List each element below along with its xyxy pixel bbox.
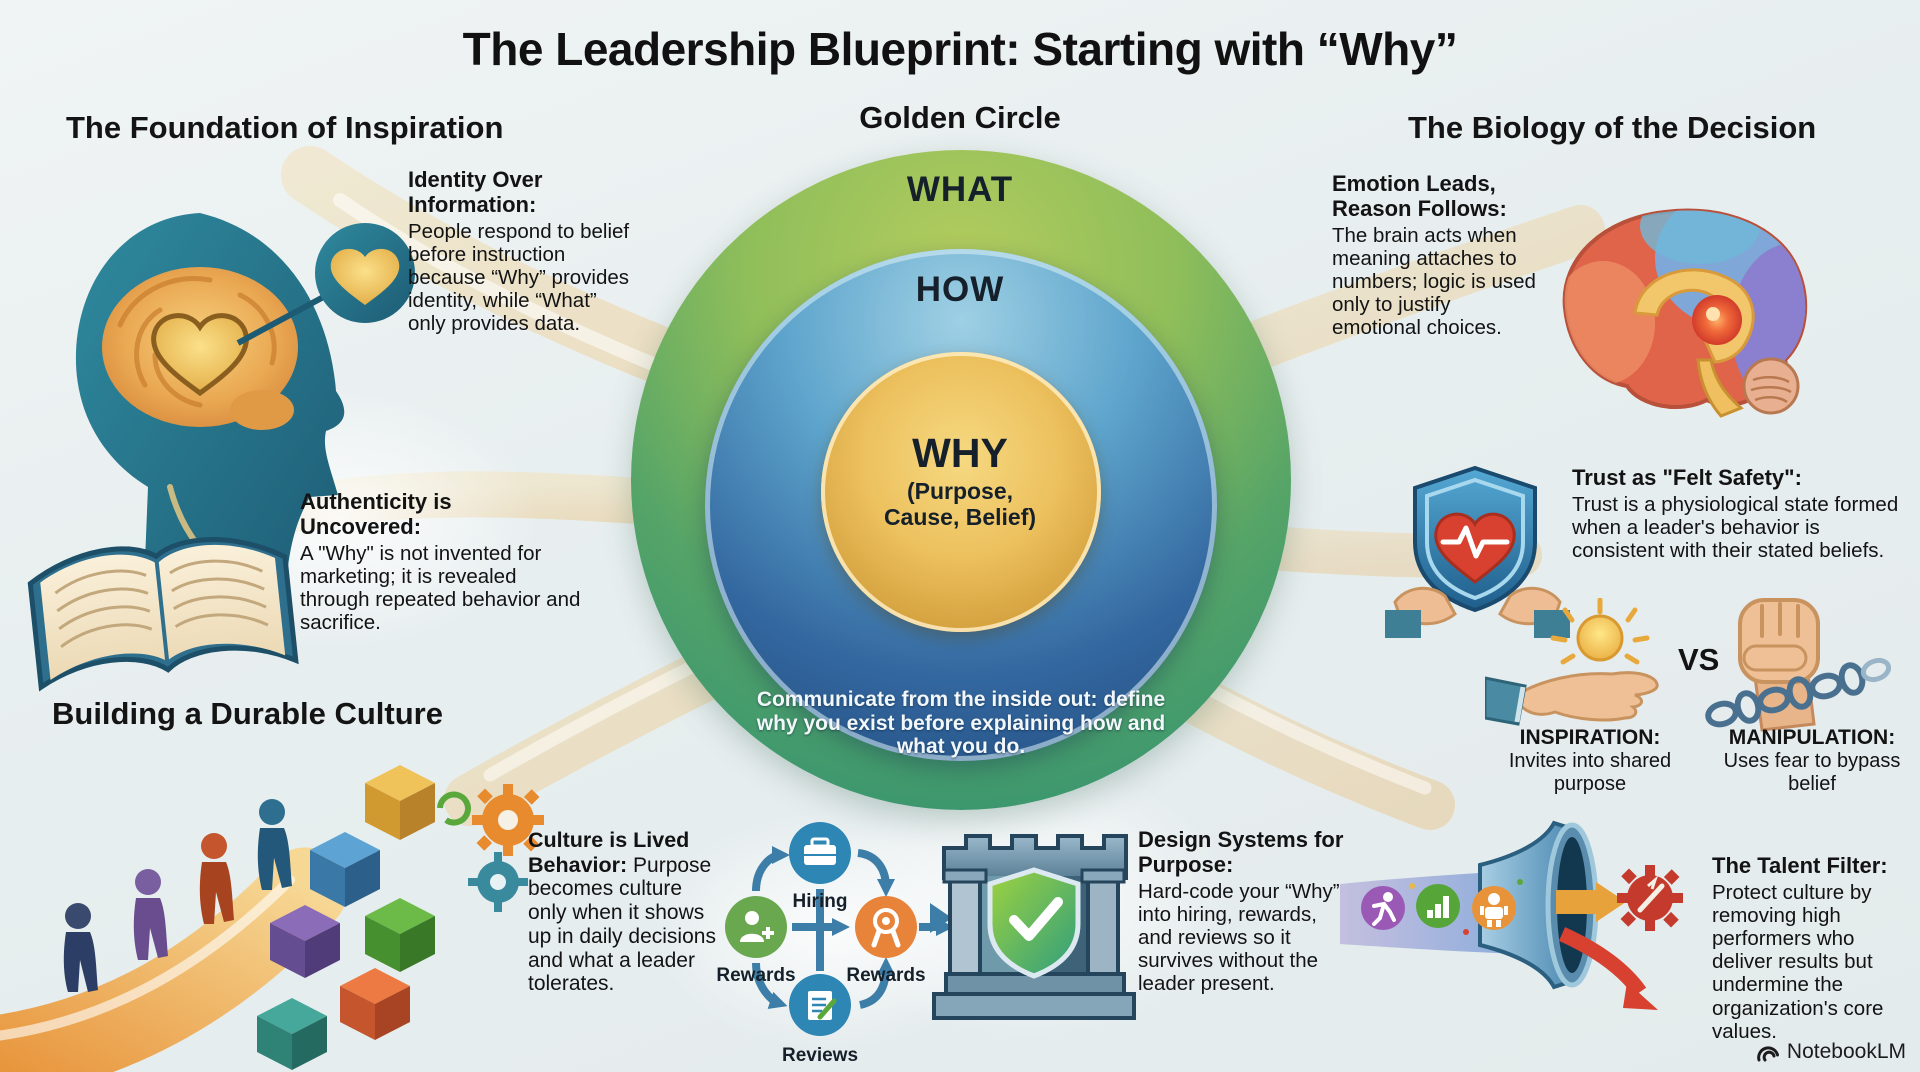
lived-behavior-title: Culture is Lived Behavior:: [528, 828, 690, 877]
section-heading-foundation: The Foundation of Inspiration: [66, 110, 504, 145]
inspiration-hand-illustration: [1485, 598, 1659, 726]
design-systems-text-block: Design Systems for Purpose: Hard-code yo…: [1138, 827, 1350, 996]
design-systems-body: Hard-code your “Why” into hiring, reward…: [1138, 879, 1340, 996]
emotion-title: Emotion Leads, Reason Follows:: [1332, 171, 1507, 221]
cube-blue: [310, 832, 380, 907]
cube-green: [365, 898, 435, 972]
cube-orange: [340, 968, 410, 1040]
flow-label-reviews: Reviews: [782, 1045, 858, 1065]
versus-label: VS: [1678, 642, 1720, 677]
flow-label-rewards-right: Rewards: [846, 965, 925, 986]
talent-filter-title: The Talent Filter:: [1712, 853, 1888, 878]
authenticity-body: A "Why" is not invented for marketing; i…: [300, 541, 581, 635]
lived-behavior-body: Purpose becomes culture only when it sho…: [528, 853, 716, 996]
person-chip: [1472, 886, 1516, 930]
trust-body: Trust is a physiological state formed wh…: [1572, 492, 1899, 563]
manipulation-title: MANIPULATION:: [1728, 726, 1896, 749]
section-heading-culture: Building a Durable Culture: [52, 696, 443, 731]
why-sublabel-1: (Purpose,: [906, 478, 1014, 504]
cube-gold: [365, 765, 435, 840]
talent-filter-text-block: The Talent Filter: Protect culture by re…: [1712, 853, 1920, 1043]
notebooklm-watermark: NotebookLM: [1756, 1040, 1906, 1064]
authenticity-title: Authenticity is Uncovered:: [300, 489, 452, 539]
brain-illustration: [1562, 208, 1808, 418]
notebooklm-logo-icon: [1757, 1046, 1779, 1062]
golden-circle-why-core: [821, 352, 1101, 632]
identity-text-block: Identity Over Information: People respon…: [408, 167, 634, 336]
reviews-node: [789, 974, 851, 1036]
why-label: WHY: [912, 430, 1008, 476]
broken-gear: [1617, 865, 1683, 931]
trust-title: Trust as "Felt Safety":: [1572, 465, 1802, 490]
golden-circle-heading: Golden Circle: [859, 100, 1061, 135]
hiring-node: [789, 822, 851, 884]
people-blocks-illustration: [0, 765, 544, 1072]
open-book-illustration: [27, 537, 299, 692]
inspiration-caption: INSPIRATION: Invites into shared purpose: [1490, 726, 1690, 796]
inspiration-body: Invites into shared purpose: [1508, 750, 1672, 796]
systems-flow-diagram: Rewards Hiring Rewards Reviews: [716, 822, 954, 1065]
flow-label-hiring: Hiring: [793, 891, 848, 912]
cube-purple: [270, 905, 340, 978]
emotion-text-block: Emotion Leads, Reason Follows: The brain…: [1332, 171, 1542, 340]
culture-fortress-illustration: [930, 834, 1136, 1020]
gear-teal: [468, 852, 528, 912]
walking-figure-2: [133, 869, 168, 960]
identity-title: Identity Over Information:: [408, 167, 543, 217]
notebooklm-wordmark: NotebookLM: [1786, 1040, 1906, 1063]
lived-behavior-text-block: Culture is Lived Behavior: Purpose becom…: [528, 828, 724, 996]
flow-label-rewards-left: Rewards: [716, 965, 795, 986]
chained-fist-illustration: [1705, 598, 1892, 732]
what-label: WHAT: [906, 170, 1014, 209]
walking-figure-4: [257, 799, 292, 890]
runner-chip: [1361, 886, 1405, 930]
identity-body: People respond to belief before instruct…: [408, 219, 630, 336]
rewards-right-node: [855, 896, 917, 958]
head-brain-illustration: [75, 213, 415, 635]
walking-figure-1: [63, 903, 98, 992]
section-heading-biology: The Biology of the Decision: [1408, 110, 1817, 145]
golden-circle-caption: Communicate from the inside out: define …: [756, 688, 1166, 759]
why-sublabel-2: Cause, Belief): [883, 504, 1037, 530]
cube-teal: [257, 998, 327, 1070]
design-systems-title: Design Systems for Purpose:: [1138, 827, 1344, 877]
manipulation-body: Uses fear to bypass belief: [1723, 750, 1901, 796]
trust-shield-illustration: [1385, 465, 1570, 638]
rewards-left-node: [725, 896, 787, 958]
authenticity-text-block: Authenticity is Uncovered: A "Why" is no…: [300, 489, 582, 635]
how-label: HOW: [915, 270, 1005, 309]
manipulation-caption: MANIPULATION: Uses fear to bypass belief: [1712, 726, 1912, 796]
chart-chip: [1416, 884, 1460, 928]
page-title: The Leadership Blueprint: Starting with …: [462, 23, 1458, 75]
emotion-body: The brain acts when meaning attaches to …: [1332, 223, 1536, 340]
walking-figure-3: [199, 833, 234, 924]
inspiration-title: INSPIRATION:: [1519, 726, 1661, 749]
talent-filter-illustration: [1340, 820, 1683, 1010]
talent-filter-body: Protect culture by removing high perform…: [1712, 880, 1884, 1043]
trust-text-block: Trust as "Felt Safety": Trust is a physi…: [1572, 465, 1917, 563]
